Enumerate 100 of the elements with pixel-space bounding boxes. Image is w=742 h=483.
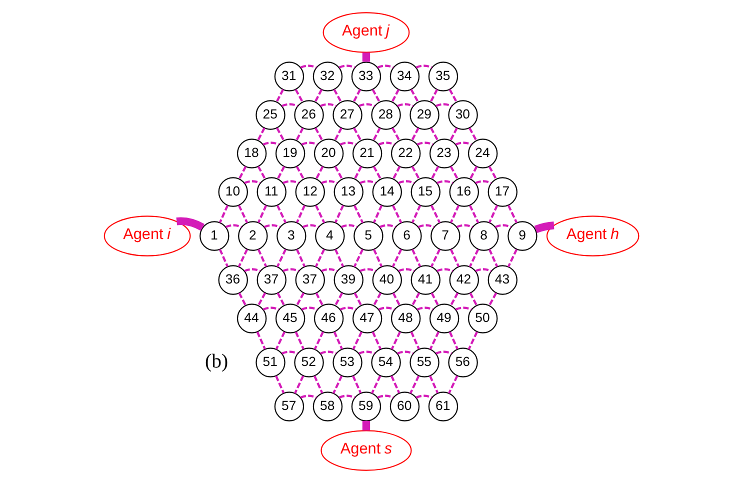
connector (237, 248, 248, 268)
connector (358, 350, 375, 355)
connector (372, 204, 382, 223)
connector (428, 331, 439, 350)
node-circle: 21 (352, 138, 382, 168)
connector (410, 331, 420, 350)
connector (391, 248, 402, 268)
node-circle: 18 (236, 138, 266, 168)
connector (390, 331, 400, 350)
connector (359, 268, 376, 272)
connector (274, 375, 284, 394)
connector (218, 204, 228, 223)
connector (276, 248, 286, 268)
node-circle: 28 (370, 100, 400, 130)
node-circle: 31 (274, 62, 304, 92)
connector (410, 248, 421, 267)
connector (256, 166, 266, 180)
connector (410, 204, 421, 223)
connector (314, 292, 324, 306)
node-circle: 9 (507, 221, 537, 251)
connector (392, 166, 400, 180)
connector (313, 331, 324, 350)
connector (372, 166, 382, 180)
connector (352, 248, 364, 268)
connector (468, 204, 479, 224)
connector (474, 180, 492, 184)
connector (300, 394, 316, 399)
connector (416, 142, 433, 146)
connector (372, 292, 382, 306)
connector (218, 248, 228, 267)
node-circle: 49 (428, 304, 459, 334)
node-ellipse: Agent s (320, 430, 412, 471)
node-circle: 13 (333, 177, 363, 207)
connector (376, 64, 394, 69)
node-circle: 37 (256, 265, 286, 295)
connector (430, 127, 438, 141)
node-circle: 27 (332, 100, 362, 130)
node-circle: 36 (218, 265, 248, 295)
node-circle: 51 (255, 348, 285, 378)
node-ellipse: Agent j (322, 12, 410, 53)
connector (448, 88, 457, 102)
node-circle: 14 (372, 177, 402, 207)
node-circle: 16 (448, 177, 478, 207)
node-circle: 2 (238, 221, 268, 251)
connector (416, 306, 433, 311)
connector (275, 88, 284, 102)
node-circle: 5 (353, 221, 383, 251)
connector (276, 292, 285, 306)
connector (415, 394, 432, 399)
node-circle: 12 (294, 177, 324, 207)
connector (314, 166, 324, 180)
label: (b) (204, 350, 228, 372)
node-circle: 4 (314, 221, 344, 251)
connector (295, 127, 304, 141)
connector (300, 142, 318, 146)
connector (300, 64, 316, 69)
node-circle: 7 (430, 221, 460, 251)
node-circle: 45 (274, 304, 305, 334)
connector (449, 166, 458, 180)
node-circle: 32 (312, 62, 342, 92)
connector (468, 292, 478, 306)
connector (506, 204, 518, 224)
node-circle: 48 (390, 304, 420, 334)
connector (176, 217, 204, 231)
connector (314, 88, 322, 102)
node-circle: 17 (487, 177, 517, 207)
connector (391, 204, 402, 224)
connector (488, 248, 498, 267)
connector (313, 375, 323, 394)
connector (244, 180, 260, 184)
node-circle: 46 (313, 304, 344, 334)
node-circle: 6 (392, 221, 422, 251)
connector (390, 375, 400, 394)
connector (320, 180, 338, 184)
connector (430, 292, 439, 306)
connector (362, 52, 370, 62)
connector (281, 103, 298, 108)
connector (320, 268, 338, 272)
connector (436, 180, 453, 184)
connector (282, 180, 299, 184)
node-circle: 53 (332, 348, 362, 378)
connector (263, 224, 280, 228)
connector (332, 331, 342, 350)
connector (314, 248, 325, 268)
connector (295, 292, 304, 306)
connector (488, 204, 498, 223)
connector (396, 350, 414, 355)
connector (410, 127, 419, 141)
connector (353, 166, 362, 180)
node-circle: 20 (313, 138, 344, 168)
connector (334, 204, 344, 223)
node-circle: 29 (409, 100, 439, 130)
connector (488, 292, 497, 306)
node-circle: 55 (409, 348, 439, 378)
connector (293, 375, 304, 394)
connector (256, 204, 267, 223)
connector (468, 248, 479, 268)
connector (238, 292, 246, 306)
connector (436, 268, 453, 272)
connector (274, 331, 285, 350)
